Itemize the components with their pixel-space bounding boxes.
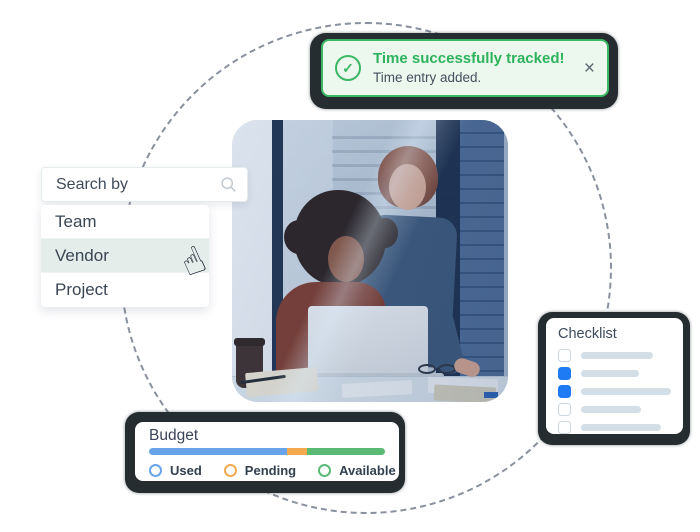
checklist-card: Checklist xyxy=(546,318,683,434)
checklist-row xyxy=(558,421,671,434)
legend-item-available: Available xyxy=(318,463,396,478)
dropdown-item-label: Team xyxy=(55,211,97,231)
toast-shell: ✓ Time successfully tracked! Time entry … xyxy=(310,33,618,109)
legend-circle-icon xyxy=(223,464,237,477)
budget-segment-used xyxy=(149,448,288,455)
checklist-title: Checklist xyxy=(558,326,617,342)
checklist-line xyxy=(581,424,661,431)
checklist-line xyxy=(581,388,671,395)
check-circle-icon: ✓ xyxy=(335,55,361,81)
toast-text: Time successfully tracked! Time entry ad… xyxy=(373,49,564,86)
budget-title: Budget xyxy=(149,427,199,444)
checklist-line xyxy=(581,406,641,413)
photo-hair-curl xyxy=(284,220,314,254)
dropdown-item-team[interactable]: Team xyxy=(41,205,209,239)
search-input[interactable]: Search by xyxy=(41,167,248,202)
budget-shell: Budget Used Pending Available xyxy=(125,412,405,493)
legend-item-used: Used xyxy=(149,463,202,478)
legend-label: Pending xyxy=(244,463,297,478)
budget-segment-available xyxy=(307,448,385,455)
budget-card: Budget Used Pending Available xyxy=(135,422,399,481)
legend-label: Available xyxy=(339,463,396,478)
photo-right-edge xyxy=(504,120,508,402)
dropdown-item-label: Project xyxy=(55,280,108,299)
checklist-line xyxy=(581,352,653,359)
checkbox[interactable] xyxy=(558,385,571,398)
checklist-row xyxy=(558,385,671,398)
checklist-line xyxy=(581,370,639,377)
photo-seated-woman-face xyxy=(328,236,364,282)
checklist-row xyxy=(558,367,671,380)
search-icon xyxy=(221,177,236,192)
photo-standing-woman-face xyxy=(389,164,426,210)
checkbox[interactable] xyxy=(558,367,571,380)
legend-circle-icon xyxy=(149,464,162,477)
legend-circle-icon xyxy=(318,464,332,477)
legend-item-pending: Pending xyxy=(223,463,297,478)
photo-laptop-screen xyxy=(308,306,428,376)
budget-legend: Used Pending Available xyxy=(149,463,396,478)
close-icon[interactable]: × xyxy=(583,57,595,79)
legend-label: Used xyxy=(170,463,202,478)
photo-blue-tint xyxy=(232,120,508,402)
checklist-row xyxy=(558,403,671,416)
checklist-shell: Checklist xyxy=(538,312,690,445)
dropdown-item-vendor[interactable]: Vendor xyxy=(41,239,209,273)
check-glyph: ✓ xyxy=(342,59,354,76)
toast-subtitle: Time entry added. xyxy=(373,69,482,85)
photo-window-blinds-right xyxy=(460,120,504,402)
search-dropdown-list: Team Vendor Project xyxy=(41,205,209,307)
budget-progress-bar xyxy=(149,448,385,455)
toast-title: Time successfully tracked! xyxy=(373,50,565,68)
checkbox[interactable] xyxy=(558,403,571,416)
toast-notification: ✓ Time successfully tracked! Time entry … xyxy=(321,39,609,97)
photo-hair-curl xyxy=(372,218,398,248)
photo-light-streak xyxy=(232,120,508,402)
dropdown-item-label: Vendor xyxy=(55,245,109,265)
checklist-row xyxy=(558,349,671,362)
photo-window-frame-left xyxy=(272,120,283,402)
checkbox[interactable] xyxy=(558,421,571,434)
team-photo xyxy=(232,120,508,402)
checkbox[interactable] xyxy=(558,349,571,362)
photo-coffee-cup-lid xyxy=(234,338,265,346)
dropdown-item-project[interactable]: Project xyxy=(41,273,209,307)
search-label: Search by xyxy=(56,175,129,193)
photo-glasses xyxy=(418,364,436,374)
photo-notepad-tab xyxy=(484,392,498,398)
budget-segment-pending xyxy=(287,448,308,455)
